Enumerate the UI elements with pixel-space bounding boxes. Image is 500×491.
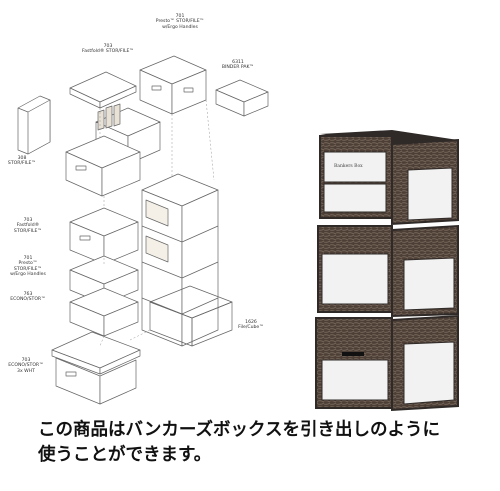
- label-701-mid: 701 Presto™ STOR/FILE™ w/Ergo Handles: [10, 256, 46, 278]
- box-703-left: [65, 135, 141, 197]
- box-701-top: [139, 55, 207, 115]
- binder-pak-6311: [215, 79, 269, 117]
- frame-top: [319, 130, 459, 226]
- frame-middle: [317, 224, 459, 318]
- label-703-top: 703 Fastfold® STOR/FILE™: [81, 44, 135, 55]
- label-6311: 6311 BINDER PAK™: [221, 60, 255, 71]
- file-cube-stack-1626: [141, 173, 219, 347]
- caption: この商品はバンカーズボックスを引き出しのように 使うことができます。: [38, 418, 478, 468]
- label-703-bottom: 703 ECONO/STOR™ 3x WHT: [8, 358, 44, 374]
- drawer-unit-drawing: [315, 130, 459, 412]
- label-1626: 1626 File/Cube™: [238, 320, 264, 331]
- box-703-mid: [69, 207, 139, 265]
- open-box-frame: [149, 285, 233, 347]
- label-308: 308 STOR/FILE™: [7, 156, 37, 167]
- caption-line-1: この商品はバンカーズボックスを引き出しのように: [38, 420, 440, 440]
- label-703-mid: 703 Fastfold® STOR/FILE™: [13, 218, 43, 234]
- box-763: [69, 287, 139, 337]
- lid-703-top: [69, 71, 137, 109]
- diagram-drawing: [17, 55, 269, 405]
- exploded-storage-diagram: 701 Presto™ STOR/FILE™ w/Ergo Handles 70…: [7, 14, 269, 405]
- box-703-bottom: [51, 331, 141, 405]
- frame-bottom: [315, 314, 459, 412]
- open-file-box-top: [95, 103, 161, 165]
- label-701-top: 701 Presto™ STOR/FILE™ w/Ergo Handles: [155, 14, 205, 30]
- drawer-label: Bankers Box: [334, 164, 363, 169]
- label-763: 763 ECONO/STOR™: [10, 292, 46, 303]
- caption-line-2: 使うことができます。: [38, 445, 212, 465]
- drawer-unit-photo: Bankers Box: [312, 130, 462, 412]
- magazine-file-308: [17, 95, 51, 155]
